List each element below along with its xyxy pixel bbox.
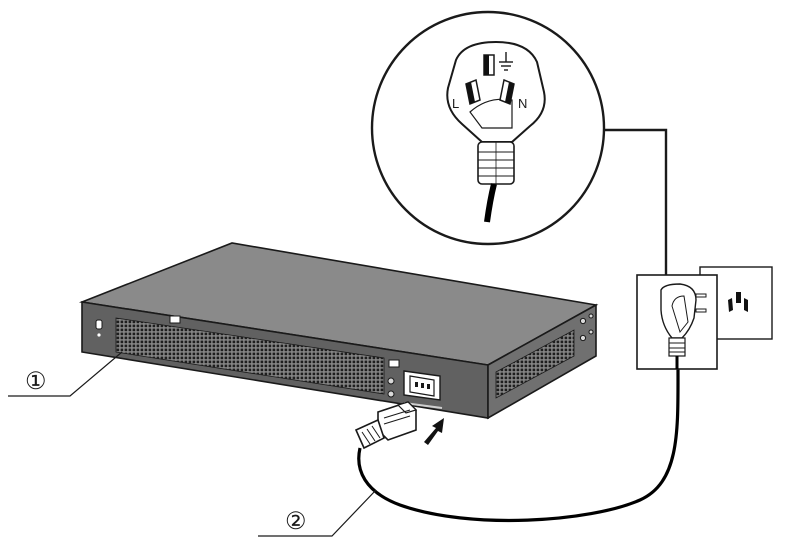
plug-inset-box — [636, 274, 718, 370]
front-vent-left — [115, 317, 385, 395]
side-screw-2 — [579, 334, 587, 342]
network-switch — [78, 242, 599, 420]
side-screw-1 — [579, 317, 587, 325]
zoom-connector-line — [600, 128, 668, 275]
side-screw-4 — [588, 329, 594, 335]
screw-bottom — [387, 390, 395, 398]
power-cable — [357, 367, 680, 523]
rack-tab-right — [388, 359, 400, 368]
plug-face — [446, 40, 546, 143]
callout-2-number: ② — [285, 508, 307, 535]
wall-socket-icon — [728, 292, 748, 312]
pin-label-left: L — [452, 96, 459, 111]
security-slot-icon — [95, 319, 103, 330]
screw-top — [387, 377, 395, 385]
callout-2: ② — [258, 489, 377, 537]
insert-arrow-icon — [424, 418, 444, 445]
side-vent — [495, 329, 575, 399]
plug-zoom-circle: L N — [370, 10, 606, 246]
rack-tab-left — [169, 315, 181, 324]
pin-label-right: N — [518, 96, 527, 111]
callout-1: ① — [8, 351, 123, 397]
side-screw-3 — [588, 313, 594, 319]
front-led — [97, 333, 101, 337]
power-cord-connector[interactable] — [354, 401, 418, 450]
callout-1-number: ① — [25, 368, 47, 395]
ground-symbol-icon — [499, 52, 513, 71]
